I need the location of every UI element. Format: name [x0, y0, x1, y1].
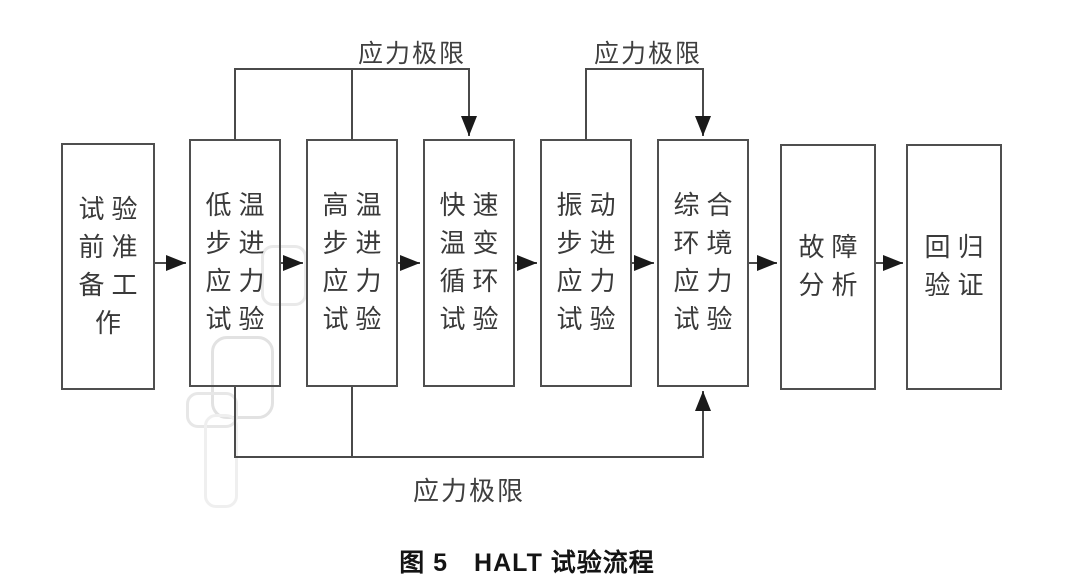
feedback-bottom-line: [234, 387, 711, 458]
flow-node-label: 快速 温变 循环 试验: [439, 191, 506, 334]
flow-node-high-temp-step-stress: 高温 步进 应力 试验: [306, 139, 398, 387]
feedback-top-right-line: [585, 68, 711, 140]
feedback-top-left-line: [234, 68, 477, 140]
figure-title: HALT 试验流程: [474, 549, 655, 575]
flow-node-failure-analysis: 故障 分析: [780, 144, 876, 390]
flow-node-vibration-step-stress: 振动 步进 应力 试验: [540, 139, 632, 387]
flow-node-label: 振动 步进 应力 试验: [556, 191, 623, 334]
flow-node-label: 综合 环境 应力 试验: [673, 191, 740, 334]
watermark-shape: [204, 414, 238, 508]
figure-number: 图 5: [399, 549, 449, 575]
flow-node-label: 故障 分析: [798, 233, 865, 300]
stress-limit-label-bottom: 应力极限: [412, 477, 525, 506]
flow-node-label: 低温 步进 应力 试验: [205, 191, 272, 334]
flow-node-test-preparation: 试验 前准 备工 作: [61, 143, 155, 390]
figure-caption: 图 5 HALT 试验流程: [0, 543, 1054, 575]
flow-node-label: 高温 步进 应力 试验: [322, 191, 389, 334]
watermark-shape: [261, 245, 307, 306]
flow-node-combined-env-stress: 综合 环境 应力 试验: [657, 139, 749, 387]
flow-node-label: 回归 验证: [924, 233, 991, 300]
stress-limit-label-top-left: 应力极限: [357, 41, 466, 68]
flow-node-rapid-temp-cycle: 快速 温变 循环 试验: [423, 139, 515, 387]
flow-node-regression-verification: 回归 验证: [906, 144, 1002, 390]
flow-node-label: 试验 前准 备工 作: [78, 194, 145, 338]
flow-node-low-temp-step-stress: 低温 步进 应力 试验: [189, 139, 281, 387]
stress-limit-label-top-right: 应力极限: [593, 41, 702, 68]
